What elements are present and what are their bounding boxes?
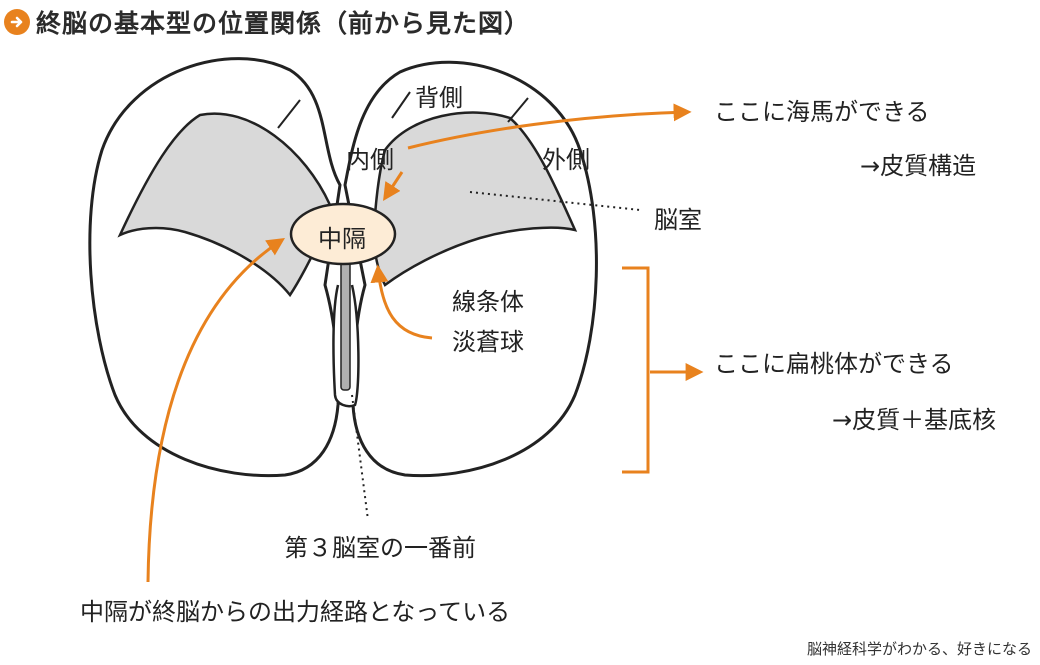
- title-bar: 終脳の基本型の位置関係（前から見た図）: [4, 4, 530, 40]
- note-hippocampus-2: →皮質構造: [860, 152, 977, 180]
- third-ventricle-fill: [340, 261, 351, 391]
- arrow-right-icon: [4, 9, 30, 35]
- page-title: 終脳の基本型の位置関係（前から見た図）: [36, 9, 531, 38]
- label-lateral: 外側: [542, 146, 590, 174]
- label-third-ventricle: 第３脳室の一番前: [284, 534, 476, 562]
- right-boundary-line-2: [507, 97, 529, 123]
- note-amygdala-2: →皮質＋基底核: [832, 406, 997, 434]
- note-hippocampus-1: ここに海馬ができる: [714, 98, 930, 126]
- label-dorsal: 背側: [415, 84, 463, 112]
- pallidum-arrow: [370, 264, 433, 340]
- note-septum-output: 中隔が終脳からの出力経路となっている: [80, 598, 511, 626]
- label-striatum: 線条体: [452, 288, 524, 316]
- hippocampus-arrow: [407, 103, 692, 150]
- ventricle-leader: [469, 191, 641, 211]
- label-ventricle: 脳室: [654, 206, 702, 234]
- right-boundary-line-1: [391, 91, 411, 119]
- left-boundary-line: [277, 99, 301, 129]
- septum-output-arrow: [146, 238, 286, 583]
- source-caption: 脳神経科学がわかる、好きになる: [806, 640, 1032, 658]
- septum-ellipse: [289, 202, 397, 266]
- medial-to-septum-arrow: [383, 171, 404, 202]
- label-pallidum: 淡蒼球: [452, 328, 524, 356]
- note-amygdala-1: ここに扁桃体ができる: [714, 350, 954, 378]
- label-medial: 内側: [346, 146, 394, 174]
- amygdala-bracket: [622, 266, 650, 474]
- label-septum: 中隔: [318, 225, 366, 253]
